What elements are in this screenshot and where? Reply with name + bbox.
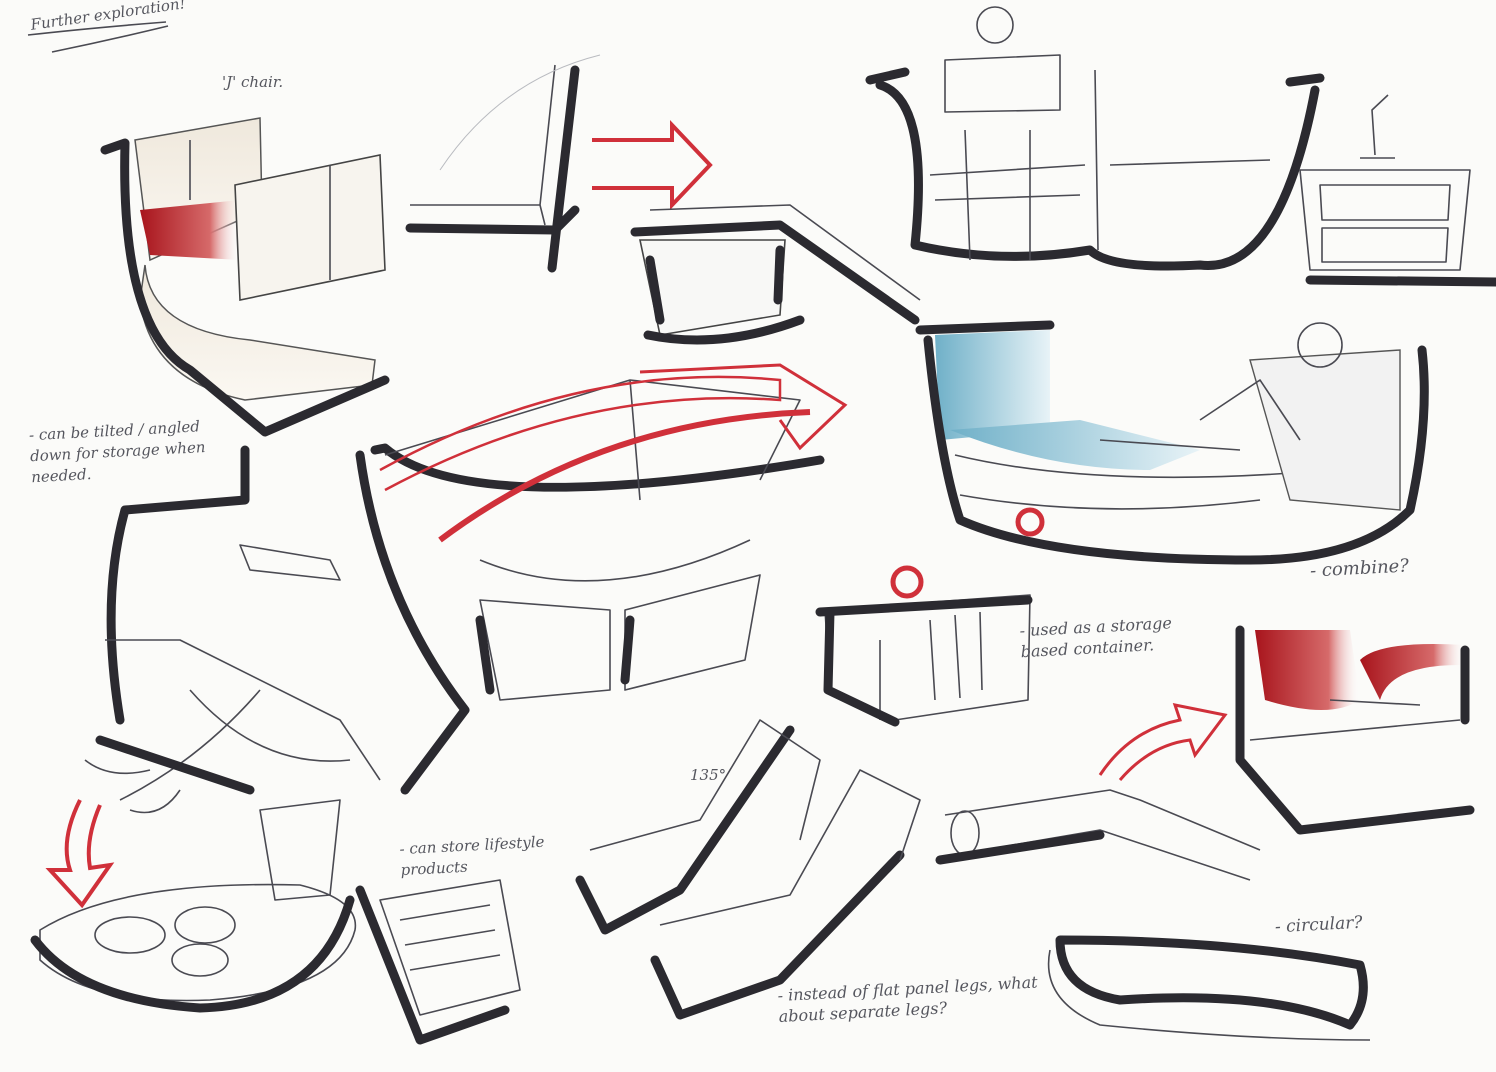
red-arrow-right	[592, 119, 713, 211]
circular-tray-sketch	[30, 799, 521, 1045]
note-j-chair: 'J' chair.	[222, 73, 284, 91]
title-underline	[27, 21, 169, 53]
storage-box-sketch	[815, 565, 1033, 727]
blue-lounger-sketch	[915, 320, 1429, 565]
l-bracket-sketch	[405, 54, 601, 273]
circular-base-sketch	[1047, 935, 1371, 1041]
note-lifestyle: - can store lifestyle products	[399, 832, 545, 880]
tube-frame-sketch	[935, 703, 1261, 881]
l-lounge-chairs-sketch	[575, 719, 921, 1020]
red-cantilever-chair-sketch	[1235, 625, 1475, 835]
rocking-chairs-sketch	[865, 6, 1496, 287]
bench-sketch	[630, 204, 921, 345]
j-chair-sketch	[100, 117, 390, 437]
red-arrow-down	[45, 799, 115, 909]
note-angle: 135°	[690, 766, 727, 784]
reclining-chair-sketch	[84, 445, 381, 814]
note-tilted: - can be tilted / angled down for storag…	[28, 417, 206, 487]
tilting-unit-sketch	[355, 363, 848, 795]
